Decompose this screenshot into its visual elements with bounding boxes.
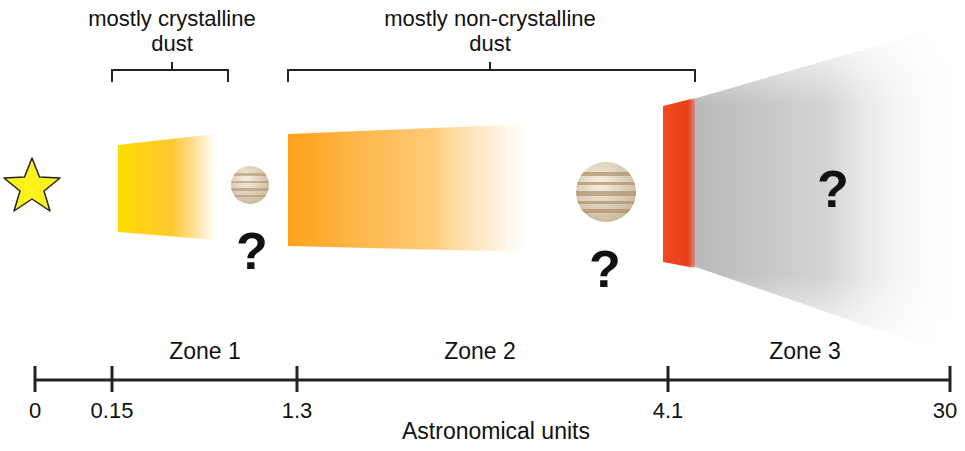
dust-label: mostly non-crystalline dust — [380, 6, 600, 57]
axis-tick-label: 0 — [29, 398, 41, 423]
zone-label: Zone 2 — [444, 338, 516, 364]
axis-tick-label: 1.3 — [282, 398, 313, 423]
axis-tick-label: 30 — [933, 398, 957, 423]
axis-tick-label: 4.1 — [653, 398, 684, 423]
unknown-mark: ? — [236, 222, 268, 282]
zone-label: Zone 3 — [769, 338, 841, 364]
zone-label: Zone 1 — [169, 338, 241, 364]
axis-tick-label: 0.15 — [91, 398, 134, 423]
unknown-mark: ? — [589, 240, 621, 300]
dust-label: mostly crystalline dust — [87, 6, 257, 57]
axis-title: Astronomical units — [402, 418, 590, 444]
unknown-mark: ? — [817, 160, 849, 220]
